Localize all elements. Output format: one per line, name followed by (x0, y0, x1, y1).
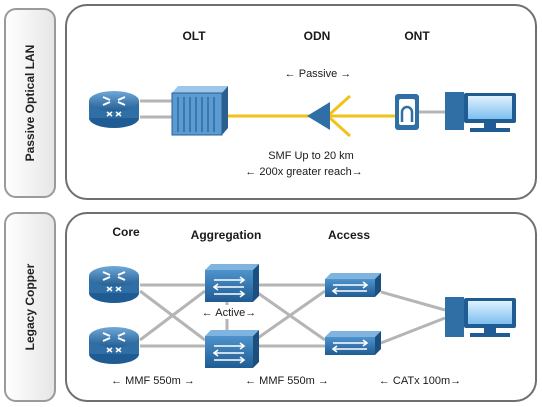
ont-header: ONT (404, 29, 430, 43)
pc-icon (445, 92, 516, 132)
olt-icon (171, 86, 228, 136)
aggregation-header: Aggregation (191, 228, 262, 242)
access-switch-icon-2 (325, 331, 381, 355)
active-caption-bg (203, 305, 257, 319)
copper-links (139, 283, 446, 348)
legacy-copper-tab: Legacy Copper (4, 212, 56, 402)
access-header: Access (328, 228, 370, 242)
passive-optical-lan-tab: Passive Optical LAN (4, 8, 56, 198)
router-icon (89, 91, 139, 128)
mmf-caption-2: ← MMF 550m → (245, 375, 329, 387)
active-caption: ← Active→ (202, 307, 256, 319)
aggregation-switch-icon-2 (205, 330, 259, 368)
pc-icon-bottom (445, 297, 516, 337)
core-router-icon-2 (89, 327, 139, 364)
access-switch-icon-1 (325, 273, 381, 297)
catx-caption: ← CATx 100m→ (379, 375, 461, 387)
smf-caption: SMF Up to 20 km (268, 150, 354, 162)
passive-caption: ← Passive → (285, 68, 352, 80)
fiber-branch-up (328, 94, 352, 116)
ont-icon (395, 94, 419, 130)
core-header: Core (112, 225, 140, 239)
odn-header: ODN (304, 29, 331, 43)
mmf-caption-1: ← MMF 550m → (111, 375, 195, 387)
fiber-branch-down (328, 116, 352, 138)
olt-header: OLT (182, 29, 206, 43)
splitter-icon (307, 102, 330, 130)
reach-caption: ← 200x greater reach→ (245, 166, 362, 178)
core-router-icon-1 (89, 266, 139, 303)
aggregation-switch-icon-1 (205, 264, 259, 302)
